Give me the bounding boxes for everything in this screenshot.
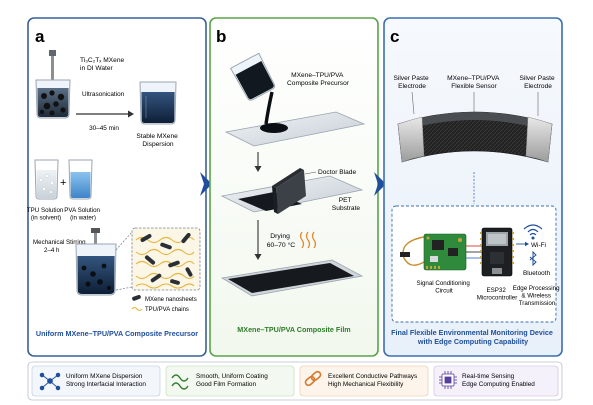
silver-electrode-right <box>526 117 552 162</box>
nanostructure-zoom <box>132 228 200 290</box>
wifi-label: Wi-Fi <box>531 242 546 249</box>
silver-electrode-right-label: Silver Paste Electrode <box>519 75 556 90</box>
stable-dispersion-label: Stable MXene Dispersion <box>136 133 179 148</box>
electronics-box: Signal Conditioning Circuit <box>392 206 561 322</box>
panel-a-caption: Uniform MXene–TPU/PVA Composite Precurso… <box>36 329 198 338</box>
feature-item: Real-time Sensing Edge Computing Enabled <box>434 366 558 396</box>
silver-electrode-left <box>398 117 424 162</box>
feature-item: Smooth, Uniform Coating Good Film Format… <box>166 366 294 396</box>
legend-chains-label: TPU/PVA chains <box>145 307 189 313</box>
silver-electrode-left-label: Silver Paste Electrode <box>393 75 430 90</box>
panel-c: c Silver Paste Electrode MXene–TPU/PVA F… <box>384 18 562 356</box>
signal-conditioning-board <box>424 234 466 270</box>
composite-beaker <box>76 244 116 295</box>
panel-b-letter: b <box>216 27 226 46</box>
doctor-blade-label: Doctor Blade <box>318 169 356 176</box>
sensor-label: MXene–TPU/PVA Flexible Sensor <box>447 75 501 90</box>
panel-c-letter: c <box>390 27 399 46</box>
tpu-solution-beaker <box>35 160 58 199</box>
panel-b: b MXene–TPU/PVA Composite Precursor <box>210 18 378 356</box>
panel-a: a Ti₃C₂Tₓ MXene in DI Water Ultrasonicat… <box>27 18 206 356</box>
bluetooth-label: Bluetooth <box>523 270 550 277</box>
legend-nanosheets-label: MXene nanosheets <box>145 297 197 303</box>
panel-a-letter: a <box>35 27 45 46</box>
feature-text: Uniform MXene Dispersion Strong Interfac… <box>66 373 146 388</box>
mxene-water-beaker <box>36 80 70 118</box>
plus-sign: + <box>60 177 66 189</box>
feature-item: Uniform MXene Dispersion Strong Interfac… <box>32 366 160 396</box>
panel-b-caption: MXene–TPU/PVA Composite Film <box>237 325 350 334</box>
esp32-board <box>480 228 514 276</box>
pva-solution-beaker <box>69 160 92 199</box>
precursor-label: MXene–TPU/PVA Composite Precursor <box>287 72 350 87</box>
stable-dispersion-beaker <box>140 82 176 124</box>
feature-item: Excellent Conductive Pathways High Mecha… <box>300 366 428 396</box>
tpu-label: TPU Solution (in solvent) <box>27 207 65 222</box>
features-row: Uniform MXene Dispersion Strong Interfac… <box>28 362 562 400</box>
